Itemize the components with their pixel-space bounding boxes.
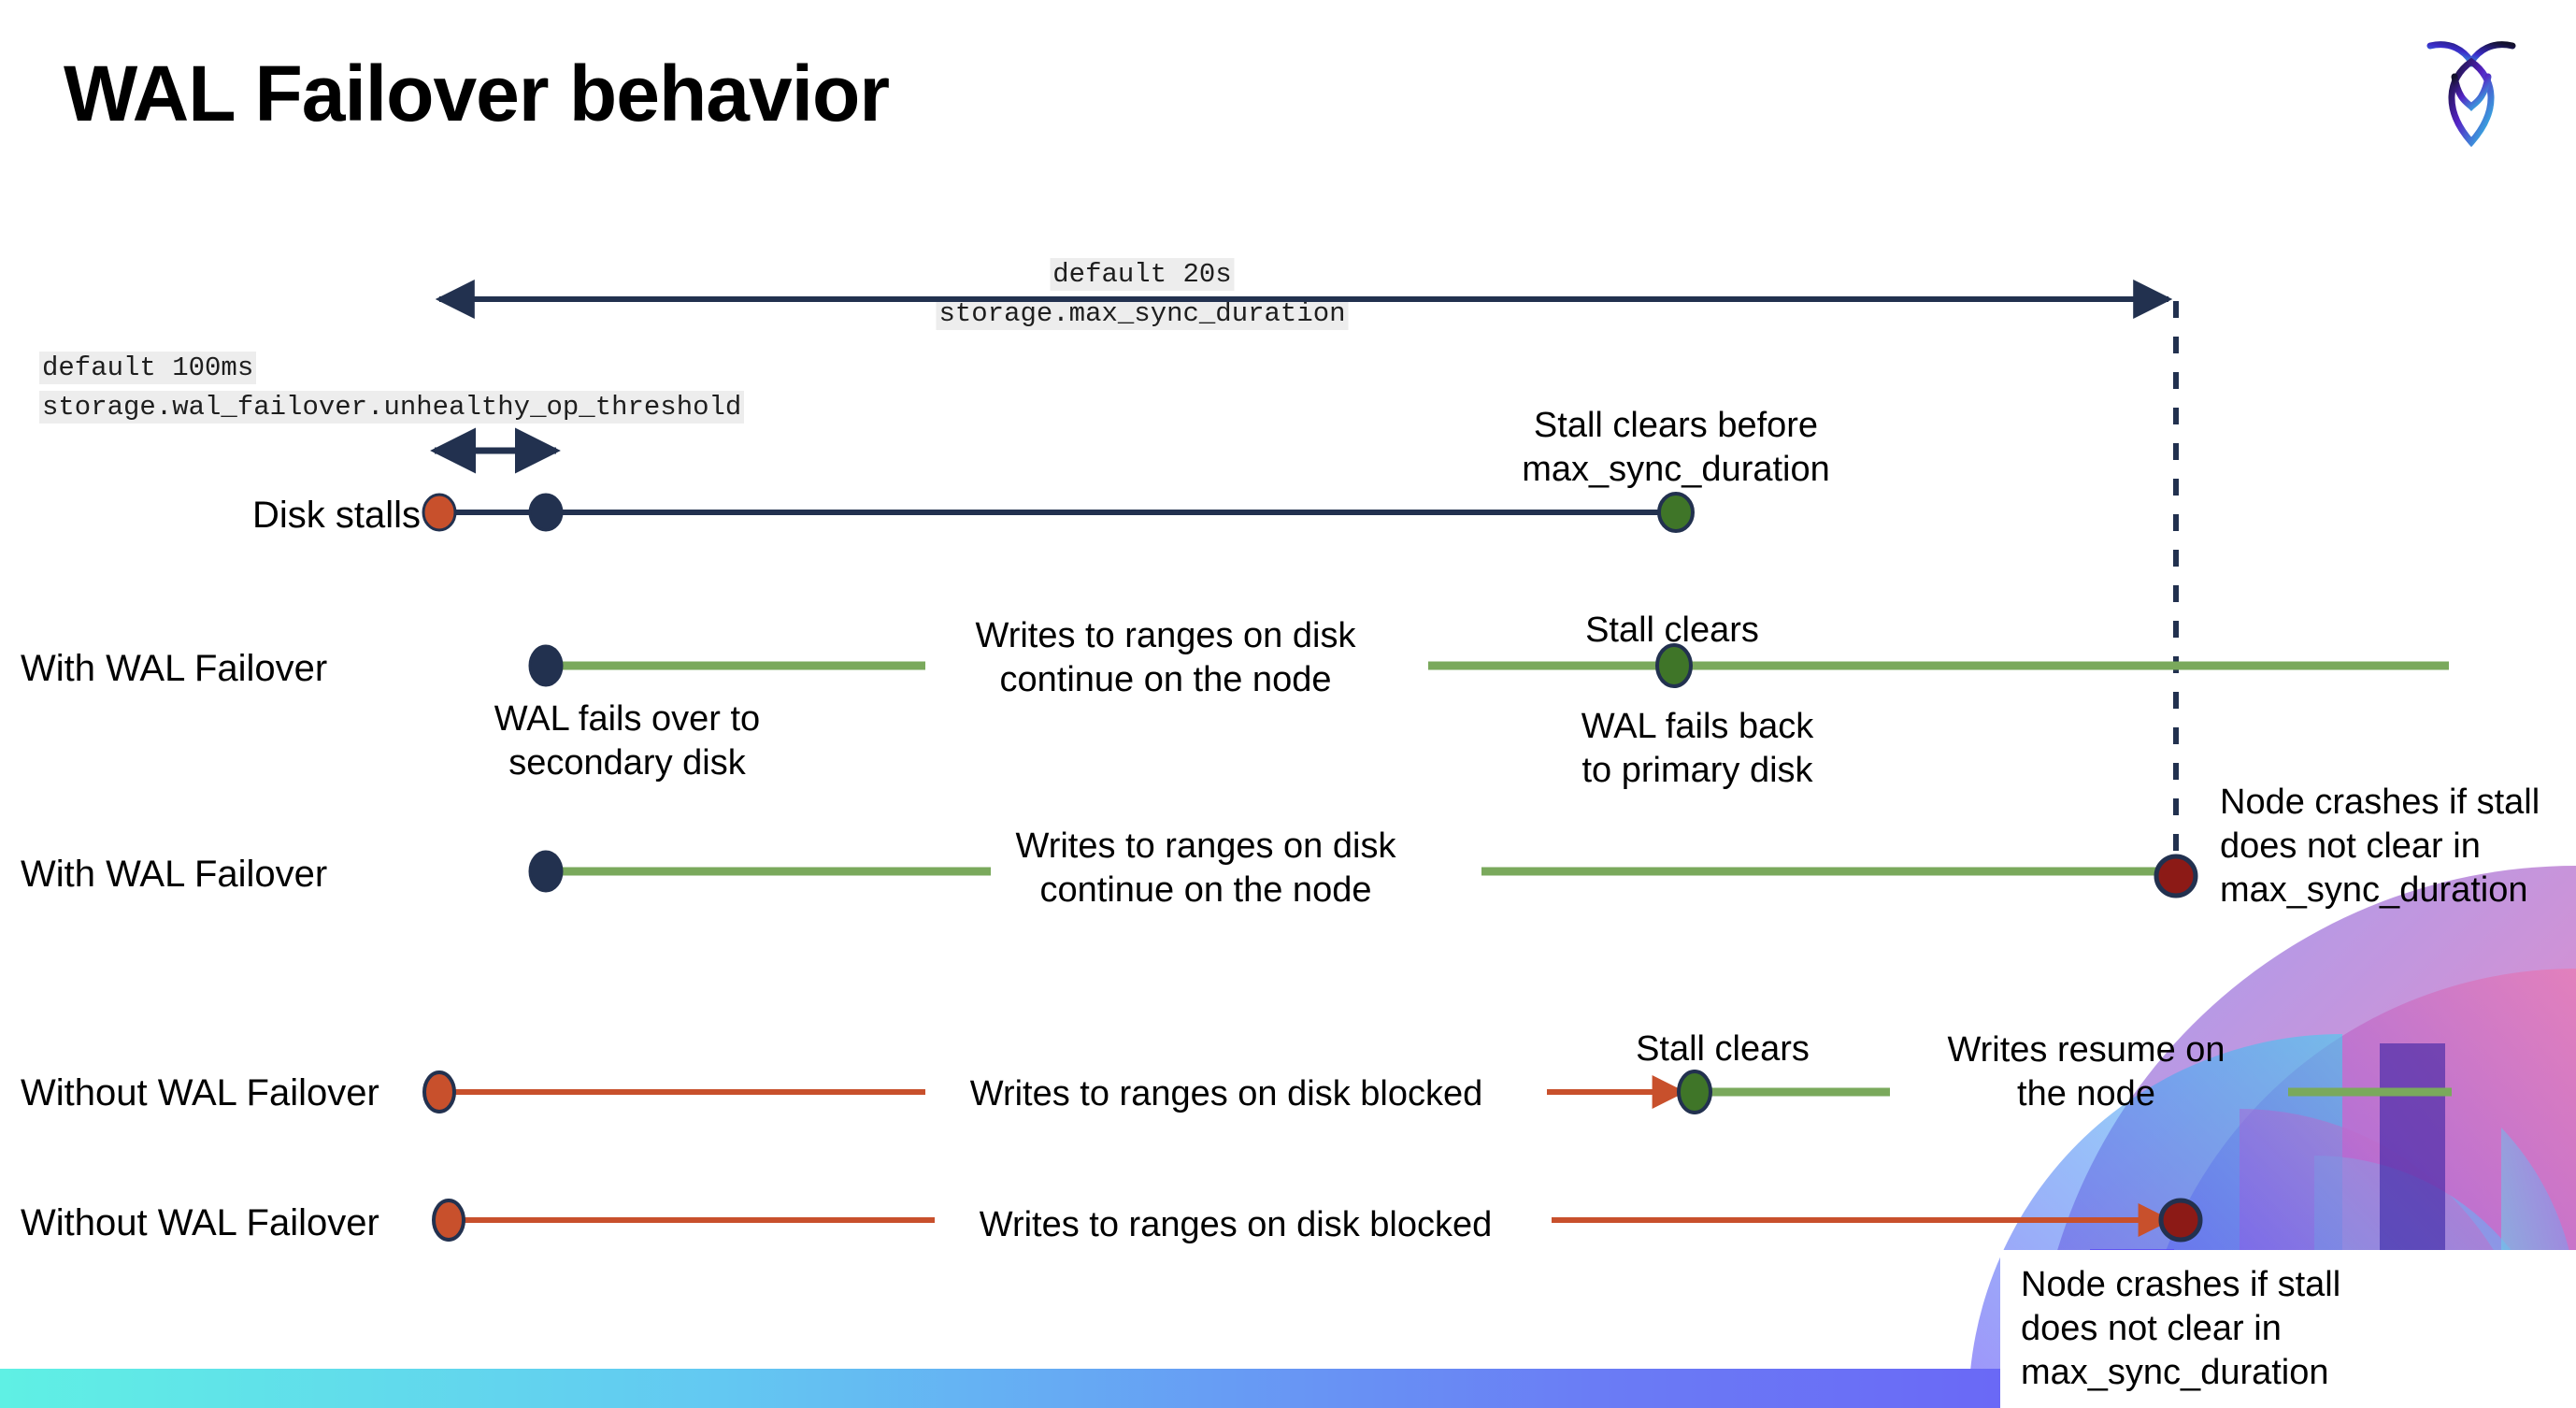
marker-stall-clears-nowal (1677, 1070, 1712, 1114)
annotation-node-crashes-1: Node crashes if stall does not clear in … (2220, 781, 2540, 912)
annotation-wal-fails-back: WAL fails back to primary disk (1581, 705, 1813, 793)
row-label-without-wal-1: Without WAL Failover (21, 1072, 379, 1113)
annotation-wal-fails-back-line2: to primary disk (1581, 751, 1813, 790)
annotation-stall-clears-before-line1: Stall clears before (1533, 406, 1819, 445)
annotation-node-crashes-2: Node crashes if stall does not clear in … (2000, 1250, 2576, 1408)
row-label-with-wal-1: With WAL Failover (21, 648, 328, 689)
annotation-node-crashes-2-line2: does not clear in (2021, 1309, 2282, 1348)
annotation-writes-continue-1-line1: Writes to ranges on disk (975, 616, 1356, 655)
annotation-stall-clears-before: Stall clears before max_sync_duration (1522, 404, 1830, 492)
annotation-node-crashes-1-line3: max_sync_duration (2220, 870, 2528, 910)
annotation-writes-blocked-2: Writes to ranges on disk blocked (979, 1205, 1493, 1244)
unhealthy-default-text: default 100ms (39, 352, 257, 384)
annotation-writes-resume-line2: the node (2017, 1074, 2155, 1113)
marker-stall-begins-2 (422, 1070, 456, 1113)
marker-stall-begins (422, 493, 457, 532)
annotation-writes-blocked-1: Writes to ranges on disk blocked (969, 1074, 1483, 1113)
marker-node-crash-2 (2158, 1198, 2203, 1243)
row-disk-stalls-track (422, 492, 1695, 533)
annotation-stall-clears-row4: Stall clears (1636, 1029, 1810, 1069)
row-with-wal-1-track (528, 643, 2449, 688)
annotation-wal-fails-over-line2: secondary disk (508, 743, 746, 783)
row-label-without-wal-2: Without WAL Failover (21, 1202, 379, 1243)
annotation-writes-continue-2-line1: Writes to ranges on disk (1015, 826, 1396, 866)
cockroachdb-logo-icon (2410, 21, 2533, 151)
marker-unhealthy-threshold-hit (528, 493, 564, 532)
annotation-writes-resume-line1: Writes resume on (1947, 1030, 2225, 1070)
row-label-with-wal-2: With WAL Failover (21, 854, 328, 895)
annotation-wal-fails-over: WAL fails over to secondary disk (494, 697, 760, 785)
unhealthy-threshold-label-group: default 100ms storage.wal_failover.unhea… (39, 349, 745, 427)
annotation-node-crashes-1-line2: does not clear in (2220, 826, 2481, 866)
annotation-writes-resume: Writes resume on the node (1947, 1028, 2225, 1116)
page-title: WAL Failover behavior (64, 50, 890, 137)
annotation-writes-continue-2: Writes to ranges on disk continue on the… (1016, 825, 1396, 912)
annotation-stall-clears-row2: Stall clears (1585, 611, 1759, 650)
annotation-writes-continue-2-line2: continue on the node (1039, 870, 1372, 910)
marker-node-crash-1 (2154, 854, 2198, 898)
marker-wal-fails-over (528, 644, 564, 687)
annotation-writes-continue-1: Writes to ranges on disk continue on the… (976, 614, 1356, 702)
annotation-node-crashes-1-line1: Node crashes if stall (2220, 783, 2540, 822)
annotation-node-crashes-2-line1: Node crashes if stall (2021, 1265, 2341, 1304)
unhealthy-setting-name: storage.wal_failover.unhealthy_op_thresh… (39, 391, 745, 424)
annotation-writes-continue-1-line2: continue on the node (999, 660, 1332, 699)
annotation-node-crashes-2-line3: max_sync_duration (2021, 1353, 2329, 1392)
row-label-disk-stalls: Disk stalls (251, 495, 421, 536)
marker-stall-clears-disk (1657, 492, 1695, 533)
row-with-wal-2-track (528, 850, 2198, 898)
annotation-stall-clears-before-line2: max_sync_duration (1522, 450, 1830, 489)
row-without-wal-2-track (432, 1198, 2203, 1243)
marker-stall-clears-wal (1655, 643, 1693, 688)
annotation-wal-fails-over-line1: WAL fails over to (494, 699, 761, 739)
row-without-wal-1-track (422, 1070, 2452, 1114)
marker-wal-fails-over-2 (528, 850, 564, 893)
annotation-wal-fails-back-line1: WAL fails back (1581, 707, 1814, 746)
marker-stall-begins-3 (432, 1199, 465, 1242)
